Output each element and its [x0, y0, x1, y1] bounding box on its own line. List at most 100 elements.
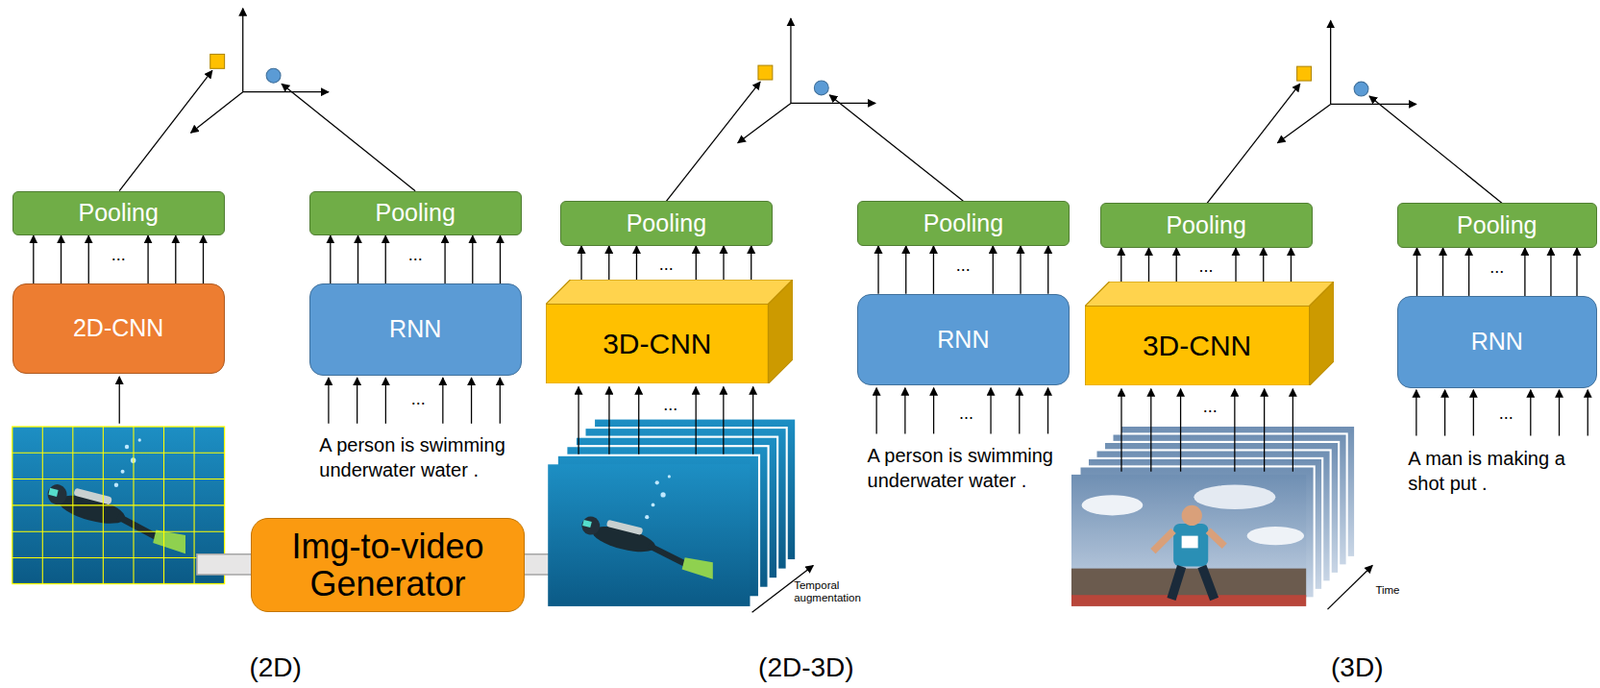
input-arrow	[1558, 390, 1560, 437]
input-arrow	[1018, 388, 1020, 435]
pooling-box: Pooling	[560, 200, 773, 247]
shot-put-frame	[1071, 474, 1306, 607]
input-arrow	[1415, 390, 1417, 437]
node-label: Pooling	[1456, 212, 1537, 240]
input-arrow	[442, 377, 444, 424]
generator-box: Img-to-video Generator	[250, 517, 524, 613]
projection-line	[119, 70, 213, 191]
time-axis	[1327, 565, 1373, 610]
caption-text: A man is making a shot put .	[1407, 445, 1596, 496]
rnn-box: RNN	[309, 283, 522, 376]
swimmer-image	[12, 426, 225, 585]
input-arrow	[1473, 390, 1475, 437]
input-arrow	[385, 377, 387, 424]
projection-line	[665, 81, 761, 201]
axis	[789, 18, 791, 103]
arrow	[443, 235, 445, 284]
input-arrow	[933, 388, 935, 435]
ellipsis: ...	[1485, 402, 1527, 425]
input-arrow	[695, 387, 697, 455]
input-arrow	[577, 387, 579, 455]
input-arrow	[752, 387, 754, 455]
cuboid-face	[768, 279, 793, 384]
arrow	[357, 235, 359, 284]
axis	[243, 91, 329, 93]
pooling-box: Pooling	[1100, 202, 1313, 248]
cuboid-face	[1084, 306, 1310, 387]
patch-grid	[12, 426, 225, 585]
projection-line	[1369, 96, 1502, 203]
video-embedding-point	[210, 53, 225, 69]
cuboid-face	[545, 279, 793, 304]
axis	[790, 102, 876, 104]
caption-text: A person is swimming underwater water .	[319, 432, 554, 483]
input-arrow	[1150, 389, 1152, 472]
ellipsis: ...	[945, 402, 986, 425]
cnn3d-cuboid: 3D-CNN	[1084, 281, 1334, 386]
node-label: RNN	[936, 326, 989, 354]
axis	[191, 92, 244, 133]
arrow	[329, 235, 331, 284]
arrow	[88, 235, 90, 284]
axis	[1330, 103, 1417, 105]
arrow	[385, 235, 387, 284]
cnn3d-cuboid: 3D-CNN	[545, 279, 793, 384]
ellipsis: ...	[1473, 256, 1522, 279]
ellipsis: ...	[391, 244, 440, 267]
video-embedding-point	[758, 65, 773, 80]
input-arrow	[1529, 390, 1531, 437]
pooling-box: Pooling	[1397, 202, 1598, 248]
arrow	[905, 246, 907, 295]
caption-text: A person is swimming underwater water .	[867, 443, 1103, 493]
node-label: RNN	[389, 316, 442, 344]
arrow-bundle	[1417, 247, 1578, 296]
input-arrow	[608, 387, 610, 455]
arrow	[992, 246, 994, 295]
node-label: Pooling	[374, 199, 455, 227]
text-embedding-point	[1353, 81, 1369, 97]
node-label: Pooling	[626, 210, 707, 238]
node-label: 3D-CNN	[1142, 329, 1252, 362]
input-arrow	[638, 387, 640, 455]
node-label: RNN	[1471, 328, 1524, 356]
ellipsis: ...	[94, 244, 143, 267]
cuboid-face	[545, 303, 768, 384]
axis	[738, 102, 791, 143]
input-arrow	[1263, 389, 1265, 472]
input-arrow	[989, 388, 991, 435]
arrow	[471, 235, 473, 284]
input-arrow	[876, 388, 878, 435]
axis-label: Temporal augmentation	[793, 579, 876, 605]
node-label: Pooling	[77, 199, 158, 227]
rnn-box: RNN	[1397, 295, 1598, 389]
ellipsis: ...	[641, 253, 690, 276]
ellipsis: ...	[1181, 255, 1231, 278]
pooling-box: Pooling	[12, 191, 225, 237]
arrow	[1442, 247, 1444, 296]
arrow-bundle	[330, 235, 501, 284]
arrow	[1524, 247, 1526, 296]
arrow	[174, 235, 176, 284]
arrow	[1047, 246, 1049, 295]
input-arrow	[1233, 389, 1235, 472]
text-embedding-point	[266, 68, 281, 83]
projection-line	[1206, 83, 1301, 203]
node-label: Pooling	[923, 210, 1004, 238]
axis	[242, 8, 244, 93]
arrow	[32, 235, 34, 284]
input-arrow	[356, 377, 358, 424]
ellipsis: ...	[649, 393, 690, 417]
arrow	[1019, 246, 1021, 295]
patch-grid	[12, 426, 225, 585]
projection-line	[829, 95, 963, 201]
cuboid-face	[1308, 281, 1333, 386]
node-label: 2D-CNN	[73, 315, 164, 343]
node-label: Pooling	[1165, 212, 1246, 240]
input-arrow	[1292, 389, 1294, 472]
axis-label: Time	[1375, 584, 1416, 597]
text-embedding-point	[813, 80, 829, 96]
arrow-bundle	[878, 246, 1049, 295]
arrow-bundle	[33, 235, 204, 284]
panel-label: (3D)	[1285, 650, 1429, 686]
